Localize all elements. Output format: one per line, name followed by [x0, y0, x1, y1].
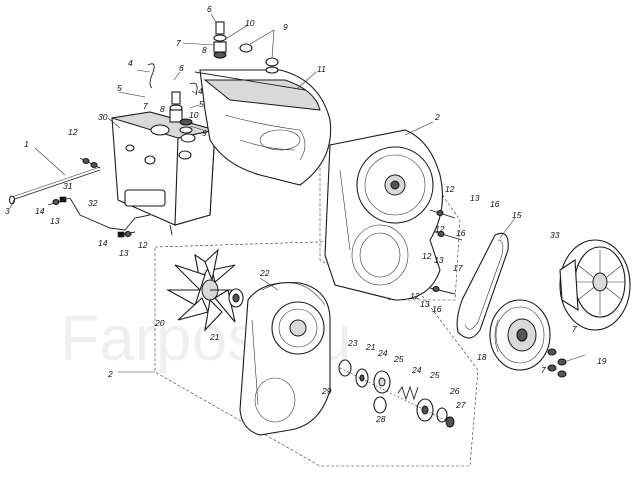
callout-label: 4 — [128, 58, 133, 68]
callout-label: 7 — [572, 324, 577, 334]
callout-label: 18 — [477, 352, 487, 362]
part-shaft-stack — [338, 359, 456, 428]
callout-label: 19 — [597, 356, 607, 366]
callout-label: 10 — [245, 18, 255, 28]
callout-label: 13 — [434, 255, 444, 265]
callout-label: 9 — [202, 128, 207, 138]
part-fan-cover — [559, 239, 631, 331]
callout-label: 14 — [98, 238, 108, 248]
part-bolts-left — [47, 157, 136, 237]
callout-labels: 1 2 2 3 4 4 5 5 6 6 7 7 7 7 8 8 9 9 10 1… — [5, 4, 607, 424]
callout-label: 11 — [317, 64, 326, 74]
callout-label: 6 — [179, 63, 184, 73]
part-belt-housing-upper — [324, 129, 443, 301]
callout-label: 28 — [375, 414, 386, 424]
callout-label: 13 — [470, 193, 480, 203]
part-bracket-housing — [111, 111, 216, 236]
callout-label: 3 — [5, 206, 10, 216]
callout-label: 15 — [512, 210, 522, 220]
part-v-belt — [456, 232, 509, 339]
callout-label: 23 — [347, 338, 358, 348]
callout-label: 12 — [422, 251, 432, 261]
part-washers-right — [547, 348, 567, 378]
callout-label: 33 — [550, 230, 560, 240]
callout-label: 32 — [88, 198, 98, 208]
part-pulley — [489, 299, 551, 371]
callout-label: 2 — [434, 112, 440, 122]
part-lower-housing — [239, 282, 331, 436]
callout-label: 12 — [410, 291, 420, 301]
callout-label: 27 — [455, 400, 466, 410]
callout-label: 17 — [453, 263, 463, 273]
callout-label: 1 — [24, 139, 29, 149]
callout-label: 6 — [207, 4, 212, 14]
part-fan-impeller — [165, 248, 240, 332]
callout-label: 21 — [365, 342, 376, 352]
callout-label: 2 — [107, 369, 113, 379]
callout-label: 25 — [393, 354, 404, 364]
part-plugs — [239, 43, 279, 74]
callout-label: 5 — [199, 99, 204, 109]
part-spring — [397, 385, 419, 401]
callout-label: 9 — [283, 22, 288, 32]
callout-label: 7 — [143, 101, 148, 111]
callout-label: 30 — [98, 112, 108, 122]
callout-label: 12 — [435, 224, 445, 234]
callout-label: 7 — [176, 38, 181, 48]
callout-label: 24 — [411, 365, 422, 375]
callout-label: 21 — [209, 332, 220, 342]
part-bearing-left — [228, 288, 244, 308]
callout-label: 20 — [154, 318, 165, 328]
callout-label: 22 — [259, 268, 270, 278]
callout-label: 8 — [202, 45, 207, 55]
callout-label: 8 — [160, 104, 165, 114]
part-shaft — [8, 166, 101, 205]
part-mid-fitting — [169, 91, 193, 134]
callout-label: 31 — [63, 181, 73, 191]
callout-label: 24 — [377, 348, 388, 358]
callout-label: 13 — [50, 216, 60, 226]
callout-label: 16 — [456, 228, 466, 238]
callout-label: 26 — [449, 386, 460, 396]
callout-label: 5 — [117, 83, 122, 93]
callout-label: 29 — [321, 386, 332, 396]
callout-label: 12 — [138, 240, 148, 250]
callout-label: 12 — [68, 127, 78, 137]
callout-label: 12 — [445, 184, 455, 194]
callout-label: 14 — [35, 206, 45, 216]
part-bolts-right — [429, 209, 463, 295]
callout-label: 10 — [189, 110, 199, 120]
callout-label: 4 — [198, 86, 203, 96]
callout-label: 13 — [420, 299, 430, 309]
callout-label: 16 — [432, 304, 442, 314]
part-upper-cover — [194, 69, 332, 186]
part-top-fitting — [213, 21, 227, 59]
part-hoses — [147, 63, 198, 96]
callout-label: 7 — [541, 365, 546, 375]
leader-lines — [9, 13, 586, 373]
callout-label: 16 — [490, 199, 500, 209]
callout-label: 25 — [429, 370, 440, 380]
callout-label: 13 — [119, 248, 129, 258]
